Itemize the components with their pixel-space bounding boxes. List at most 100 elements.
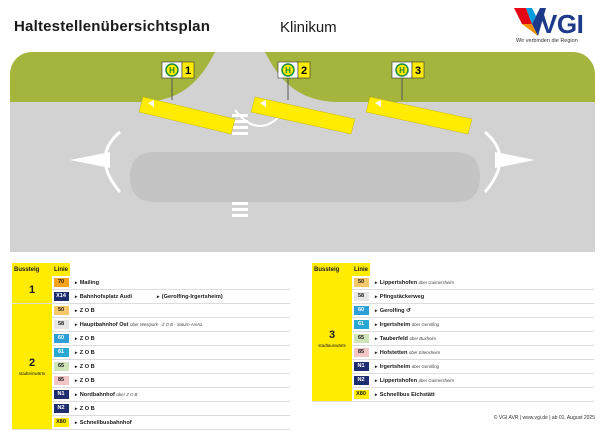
destination: Lippertshofen [379,377,418,384]
line-badge: N1 [353,362,369,371]
stop-sign-2: H 2 [277,61,311,100]
destination: Z O B [79,307,95,314]
line-badge: 60 [353,306,369,315]
bay-cell: 1 [12,276,52,304]
destination-via: über Gerolfing [411,363,439,369]
vgi-logo [514,8,546,36]
header-bussteig: Bussteig [312,263,352,276]
destination-extra: (Gerolfing-Irgertsheim) [161,293,223,300]
destination: Z O B [79,363,95,370]
destination: Schnellbus Eichstätt [379,391,435,398]
line-badge: X14 [53,292,69,301]
arrow-right-icon: ► [74,363,80,369]
destination: Hauptbahnhof Ost [79,321,129,328]
arrow-right-icon: ► [374,307,380,313]
sign-1-number: 1 [185,65,191,77]
departure-row: X80► Schnellbusbahnhof [12,415,290,430]
sign-1-symbol: H [169,66,175,75]
arrow-right-icon: ► [74,405,80,411]
arrow-right-icon: ► [374,321,380,327]
arrow-right-icon: ► [74,419,80,425]
line-badge: X80 [353,390,369,399]
destination: Irgertsheim [379,321,411,328]
line-badge: X80 [53,418,69,427]
departure-row: X14► Bahnhofsplatz Audi► (Gerolfing-Irge… [12,289,290,304]
logo-tagline: Wir verbinden die Region [516,38,578,44]
line-badge: 61 [53,348,69,357]
platform-3 [365,96,473,135]
destination: Irgertsheim [379,363,411,370]
bay-cell: 3 stadtauswärts [312,276,352,402]
departure-row: 85► Hofstetten über Eitensheim [312,345,594,360]
departure-row: 58 ► Hauptbahnhof Ost über Westpark - Z O… [12,317,290,332]
bay-number: 3 [328,329,336,341]
line-badge: 58 [53,320,69,329]
line-badge: 60 [53,334,69,343]
line-badge: 85 [353,348,369,357]
stop-map: H 1 H 2 H 3 [10,52,595,252]
destination: Pfingstäckerweg [379,293,425,300]
arrow-right-icon: ► [74,349,80,355]
arrow-right-icon: ► [156,293,162,299]
destination-via: über Gerolfing [411,321,439,327]
bay-number: 2 [28,357,36,369]
destination: Z O B [79,335,95,342]
page-title: Haltestellenübersichtsplan [14,18,211,35]
line-badge: 65 [353,334,369,343]
header-linie: Linie [352,263,371,276]
logo-text: VGI [540,9,584,39]
footer-copyright: © VGI AVR | www.vgi.de | ab 01. August 2… [493,415,595,421]
departure-row: N2► Lippertshofen über Gaimersheim [312,373,594,388]
line-badge: N2 [53,404,69,413]
destination: Gerolfing ↺ [379,307,411,314]
line-badge: 70 [53,278,69,287]
destination-via: über Westpark - Z O B - Saturn-Arena [130,321,203,327]
bay-direction: stadteinwärts [18,371,46,376]
bay-number: 1 [28,283,36,296]
departure-row: 60► Z O B [12,331,290,346]
arrow-right-icon: ► [74,391,80,397]
line-badge: 50 [53,306,69,315]
arrow-right-icon: ► [74,293,80,299]
destination-via: über Buxheim [409,335,436,341]
departure-row: 61 ► Irgertsheim über Gerolfing [312,317,594,332]
destination: Hofstetten [379,349,408,356]
destination: Z O B [79,377,95,384]
destination: Z O B [79,349,95,356]
arrow-right-icon: ► [374,391,380,397]
departure-row: 61 ► Z O B [12,345,290,360]
line-badge: 58 [353,292,369,301]
sign-2-symbol: H [285,66,291,75]
destination: Tauberfeld [379,335,408,342]
arrow-right-icon: ► [74,377,80,383]
departure-row: N1 ► Irgertsheim über Gerolfing [312,359,594,374]
destination-via: über Gaimersheim [418,279,454,285]
sign-3-number: 3 [415,65,421,77]
line-badge: 50 [353,278,369,287]
traffic-island [130,152,480,202]
arrow-right-icon: ► [374,363,380,369]
crosswalk-bottom [232,202,248,217]
platform-2 [250,96,356,135]
sign-3-symbol: H [399,66,405,75]
platform-1 [138,96,236,135]
departure-row: 58► Pfingstäckerweg [312,289,594,304]
road-arrow-left [70,152,110,168]
header-bussteig: Bussteig [12,263,52,276]
road-arrow-right [495,152,535,168]
stop-sign-1: H 1 [161,61,195,100]
destination-via: über Z O B [116,391,138,397]
stop-name: Klinikum [280,19,337,36]
destination: Lippertshofen [379,279,418,286]
destination: Bahnhofsplatz Audi [79,293,133,300]
departure-row: X80 ► Schnellbus Eichstätt [312,387,594,402]
line-badge: 61 [353,320,369,329]
line-badge: 65 [53,362,69,371]
arrow-right-icon: ► [74,321,80,327]
bay-direction: stadtauswärts [318,343,346,348]
arrow-right-icon: ► [374,279,380,285]
arrow-right-icon: ► [74,279,80,285]
departure-row: 3 stadtauswärts 50 ► Lippertshofen über Gai… [312,276,594,402]
